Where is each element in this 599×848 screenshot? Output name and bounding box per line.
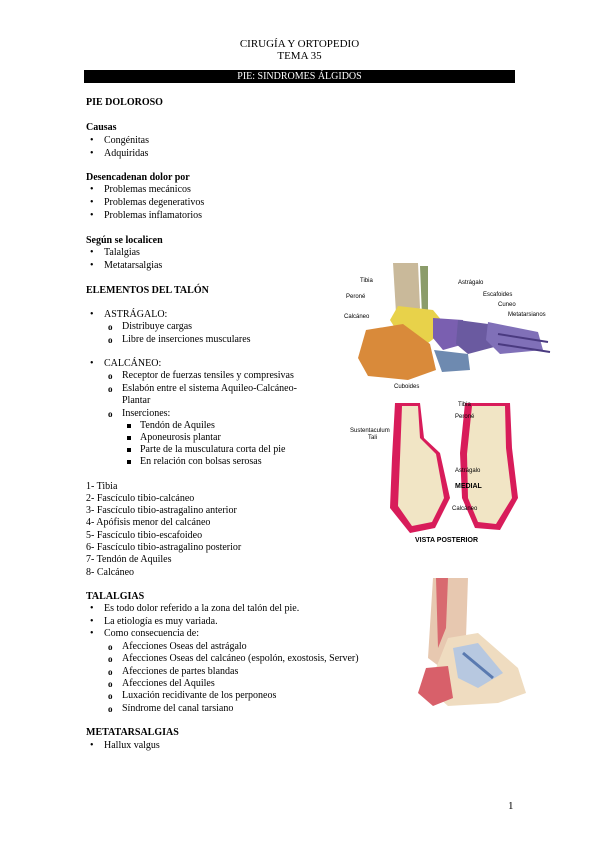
fig2-label-medial: MEDIAL [455,483,483,490]
list-item: Tendón de Aquiles [127,420,215,431]
list-item: Síndrome del canal tarsiano [108,703,233,715]
heading-desencadenan: Desencadenan dolor por [86,172,190,183]
list-item: Problemas inflamatorios [90,210,202,222]
fig1-label-metatarsianos: Metatarsianos [508,312,546,318]
heading-causas: Causas [86,122,117,133]
fig1-label-calcaneo: Calcáneo [344,314,370,320]
list-item: Receptor de fuerzas tensiles y compresiv… [108,370,294,382]
header-tema: TEMA 35 [277,50,322,62]
list-item: Como consecuencia de: [90,628,199,640]
list-item: En relación con bolsas serosas [127,456,262,467]
list-item: Hallux valgus [90,740,160,752]
numbered-item: 1- Tibia [86,481,118,492]
list-item: Luxación recidivante de los perponeos [108,690,276,702]
fig2-label-tali: Tali [368,435,377,441]
fig2-label-perone: Peroné [455,414,475,420]
list-item: ASTRÁGALO: [90,309,167,321]
fig2-label-sustentaculum: Sustentaculum [350,428,390,434]
list-item: Problemas mecánicos [90,184,191,196]
list-item: CALCÁNEO: [90,358,161,370]
heading-pie-doloroso: PIE DOLOROSO [86,97,163,108]
ankle-ligament-figure [418,578,526,706]
heading-talalgias: TALALGIAS [86,591,145,602]
list-item-continuation: Plantar [122,395,151,406]
numbered-item: 3- Fascículo tibio-astragalino anterior [86,505,237,516]
fig1-label-escafoides: Escafoides [483,292,512,298]
list-item: Problemas degenerativos [90,197,204,209]
list-item: Eslabón entre el sistema Aquileo-Calcáne… [108,383,297,395]
list-item: Congénitas [90,135,149,147]
list-item: Adquiridas [90,148,149,160]
header-title: CIRUGÍA Y ORTOPEDIO [239,38,360,50]
numbered-item: 5- Fascículo tibio-escafoideo [86,530,203,541]
fig1-label-cuboides: Cuboides [394,384,419,390]
numbered-item: 7- Tendón de Aquiles [86,554,172,565]
list-item: Afecciones de partes blandas [108,666,238,678]
list-item: Aponeurosis plantar [127,432,221,443]
heading-localicen: Según se localicen [86,235,163,246]
list-item: Afecciones del Aquiles [108,678,215,690]
fig1-label-perone: Peroné [346,294,366,300]
numbered-item: 8- Calcáneo [86,567,135,578]
section-bar: PIE: SINDROMES ÁLGIDOS [84,70,515,83]
numbered-item: 4- Apófisis menor del calcáneo [86,517,211,528]
list-item: Metatarsalgias [90,260,162,272]
list-item: Parte de la musculatura corta del pie [127,444,286,455]
foot-bones-figure: Tibia Peroné Astrágalo Escafoides Cuneo … [344,263,551,390]
list-item: Talalgias [90,247,140,259]
fig2-caption: VISTA POSTERIOR [415,537,478,544]
heading-elementos: ELEMENTOS DEL TALÓN [86,285,209,296]
fig2-label-calcaneo: Calcáneo [452,506,478,512]
numbered-item: 6- Fascículo tibio-astragalino posterior [86,542,242,553]
fig2-label-tibia: Tibia [458,402,471,408]
list-item: Es todo dolor referido a la zona del tal… [90,603,299,615]
fig2-label-astragalo: Astrágalo [455,468,481,474]
fig1-label-tibia: Tibia [360,278,373,284]
page-number: 1 [508,800,514,812]
list-item: Afecciones Oseas del calcáneo (espolón, … [108,653,359,665]
heading-metatarsalgias: METATARSALGIAS [86,727,179,738]
list-item: Distribuye cargas [108,321,192,333]
fig1-label-cuneo: Cuneo [498,302,516,308]
list-item: La etiología es muy variada. [90,616,218,628]
fig1-label-astragalo: Astrágalo [458,280,484,286]
list-item: Afecciones Oseas del astrágalo [108,641,247,653]
list-item: Inserciones: [108,408,170,420]
posterior-view-figure: Tibia Peroné Sustentaculum Tali Astrágal… [350,402,518,544]
list-item: Libre de inserciones musculares [108,334,251,346]
numbered-item: 2- Fascículo tibio-calcáneo [86,493,195,504]
